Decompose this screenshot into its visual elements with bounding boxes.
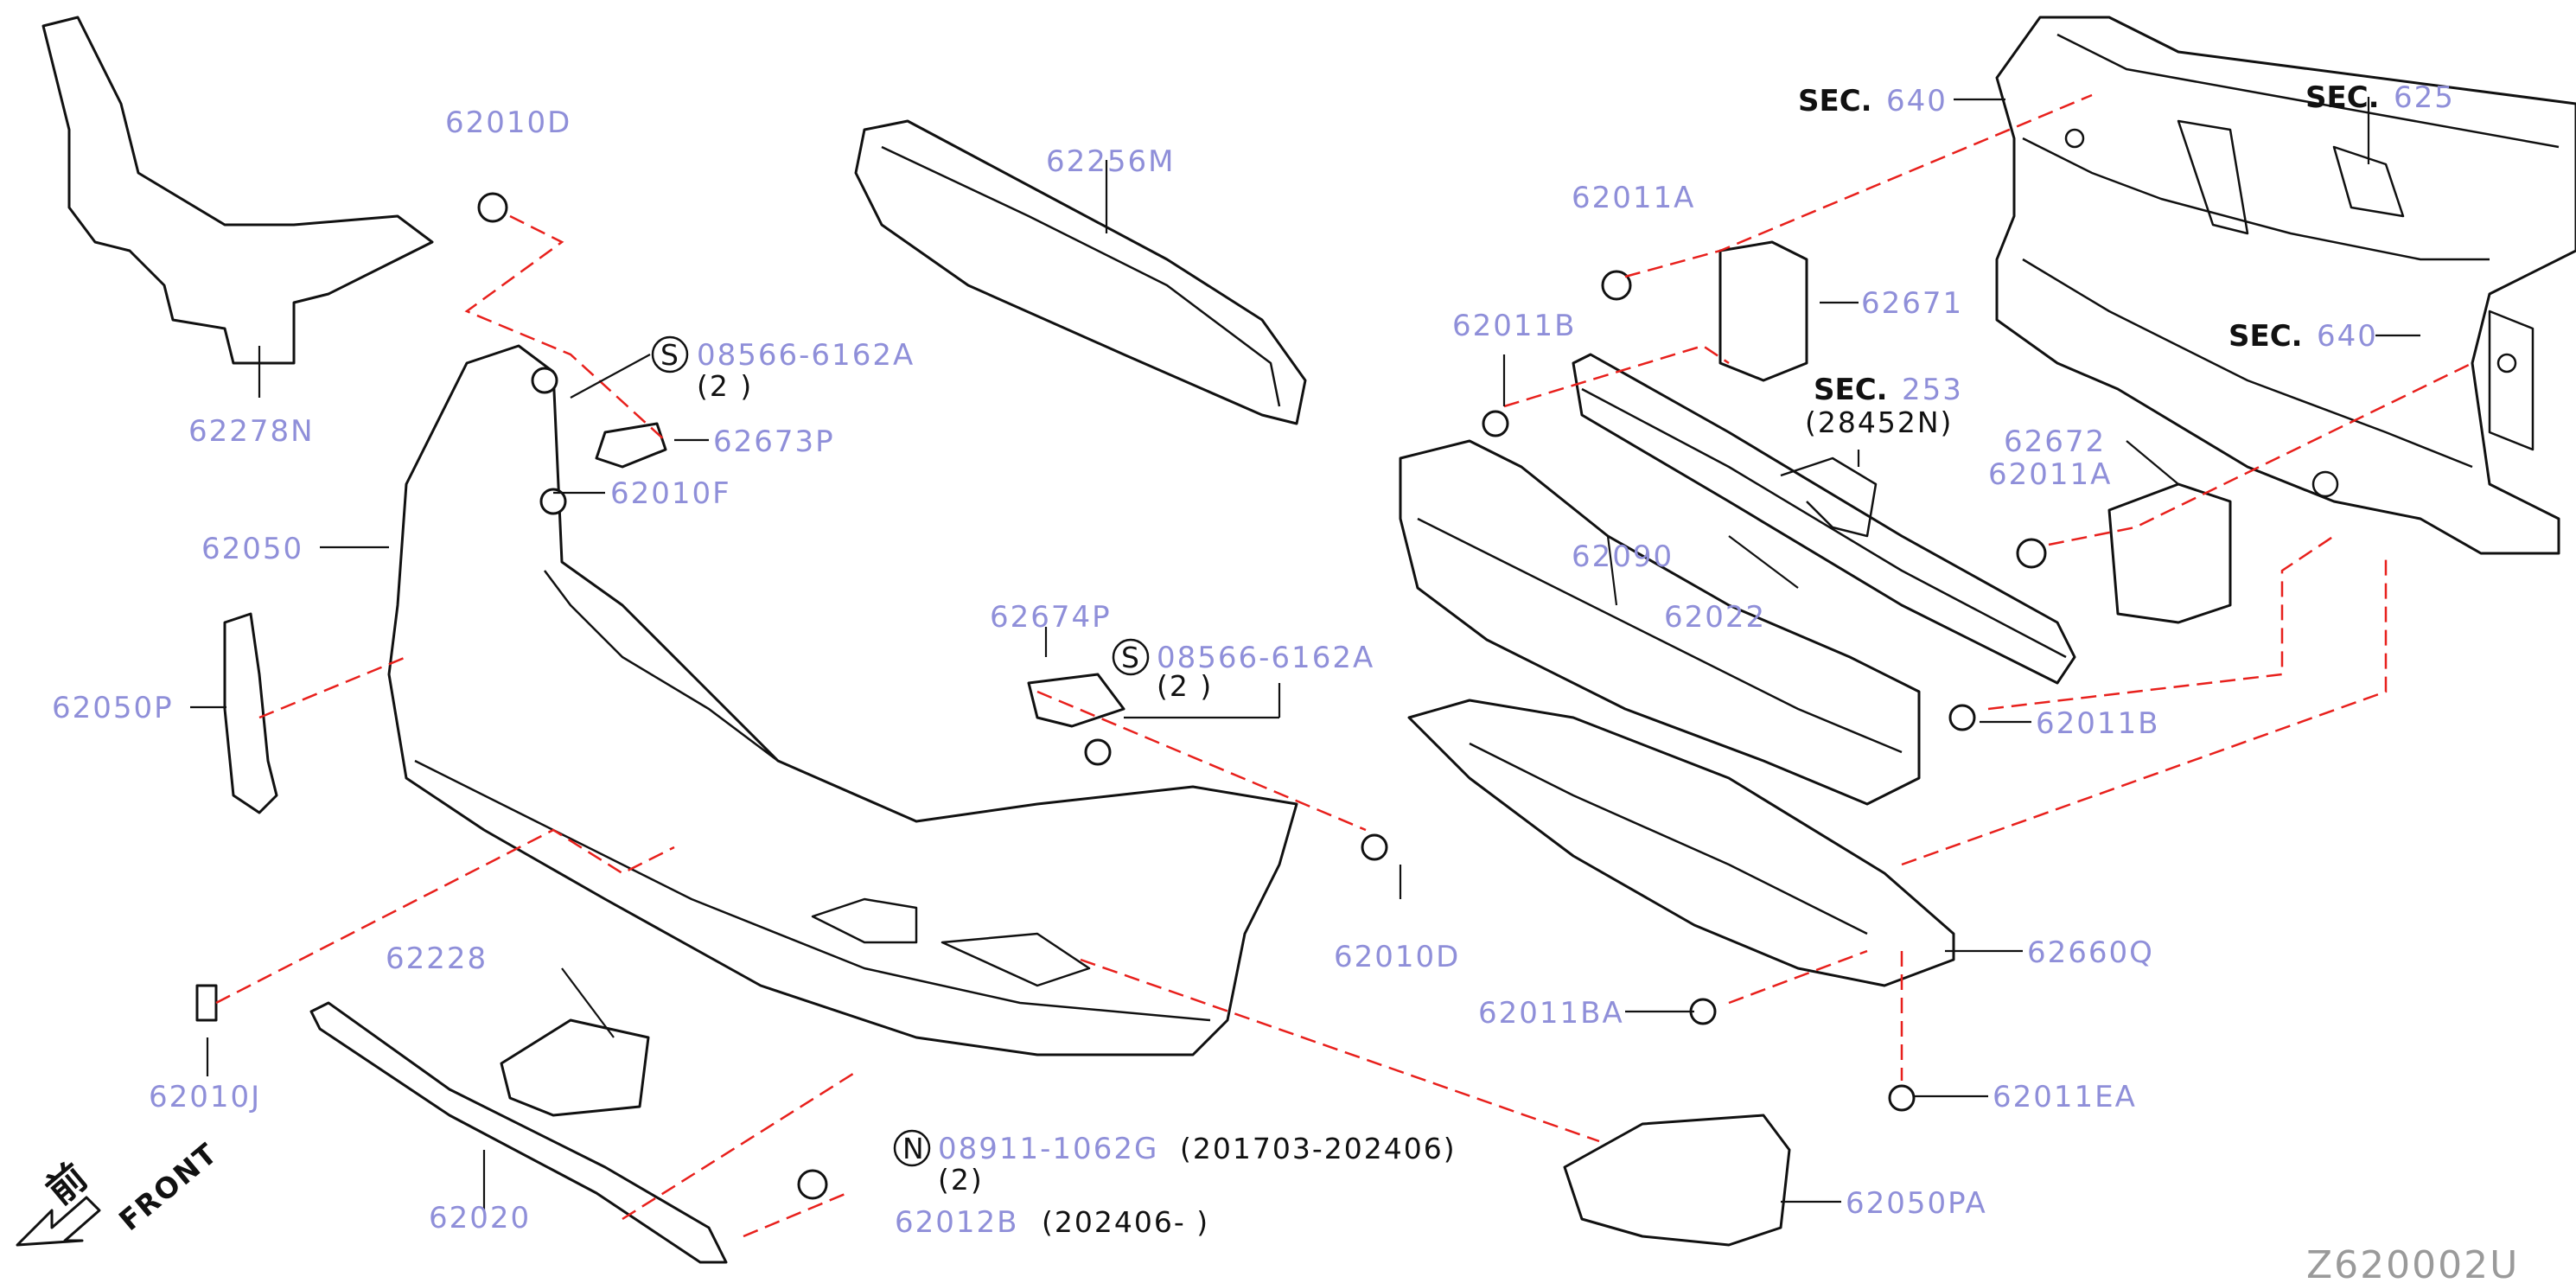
- label-62050pa: 62050PA: [1846, 1186, 1987, 1221]
- part-62672: [2107, 482, 2232, 624]
- label-62672: 62672: [2004, 424, 2106, 459]
- label-sec-640-right-prefix: SEC.: [2228, 319, 2303, 354]
- label-62011ea: 62011EA: [1993, 1080, 2137, 1114]
- part-62671: [1718, 240, 1808, 382]
- radiator-core-support: [1995, 16, 2576, 555]
- label-62022: 62022: [1664, 600, 1766, 635]
- label-sec-625-prefix: SEC.: [2305, 80, 2380, 115]
- label-62278n: 62278N: [188, 414, 315, 449]
- n-marker: N: [893, 1129, 931, 1167]
- svg-text:S: S: [660, 338, 680, 372]
- part-62256m: [854, 119, 1307, 425]
- part-62278n: [41, 16, 434, 365]
- part-62674p: [1027, 673, 1125, 728]
- label-sec-253-prefix: SEC.: [1814, 373, 1888, 407]
- label-sec-640-top: 640: [1886, 84, 1948, 118]
- label-08911-qty: (2): [938, 1163, 984, 1197]
- part-28452n: [1780, 456, 1878, 538]
- label-62011a-right: 62011A: [1988, 457, 2112, 492]
- leader-lines: [190, 97, 2420, 1210]
- part-62050: [387, 344, 1298, 1056]
- svg-text:S: S: [1121, 641, 1141, 674]
- label-62050p: 62050P: [52, 691, 174, 725]
- diagram-id: Z620002U: [2306, 1243, 2519, 1283]
- label-08566-b-qty: (2 ): [1157, 669, 1213, 703]
- front-label: FRONT: [112, 1136, 224, 1237]
- fasteners: [477, 192, 2047, 1200]
- label-62671: 62671: [1861, 286, 1963, 321]
- label-28452n: (28452N): [1805, 405, 1953, 439]
- front-indicator: 前 FRONT: [16, 1136, 224, 1247]
- label-62674p: 62674P: [990, 600, 1112, 635]
- label-sec-625: 625: [2394, 80, 2455, 115]
- label-08566-6162a-b: 08566-6162A: [1157, 641, 1374, 675]
- label-08566-6162a: 08566-6162A: [697, 338, 915, 373]
- part-62090: [1399, 439, 1921, 806]
- label-08566-qty: (2 ): [697, 369, 753, 403]
- s-marker: S: [651, 335, 689, 373]
- label-62673p: 62673P: [713, 424, 835, 459]
- label-62228: 62228: [386, 942, 488, 976]
- s-marker-b: S: [1112, 638, 1150, 676]
- label-62011ba: 62011BA: [1478, 996, 1624, 1031]
- part-62050p: [223, 612, 278, 814]
- part-62020: [309, 1001, 728, 1264]
- svg-text:N: N: [902, 1132, 926, 1165]
- labels: 62010D 62278N S 08566-6162A (2 ) 62673P …: [52, 80, 2455, 1240]
- label-sec-253: 253: [1902, 373, 1963, 407]
- label-62010f: 62010F: [610, 476, 731, 511]
- label-08911-1062g: 08911-1062G: [938, 1132, 1158, 1166]
- label-62012b: 62012B: [895, 1205, 1018, 1240]
- label-62010d-right: 62010D: [1334, 940, 1460, 974]
- label-62011b-top: 62011B: [1452, 309, 1576, 343]
- label-62010d-top: 62010D: [445, 105, 571, 140]
- label-62010j: 62010J: [149, 1080, 261, 1114]
- label-sec-640-top-prefix: SEC.: [1798, 84, 1872, 118]
- label-62012b-date: (202406- ): [1042, 1205, 1209, 1239]
- label-08911-date: (201703-202406): [1180, 1132, 1457, 1165]
- label-62090: 62090: [1572, 539, 1674, 574]
- label-62011b-right: 62011B: [2036, 706, 2159, 741]
- label-62660q: 62660Q: [2027, 935, 2154, 970]
- label-62256m: 62256M: [1046, 144, 1176, 179]
- part-62050pa: [1563, 1114, 1791, 1247]
- label-62020: 62020: [429, 1201, 531, 1235]
- label-62011a-top: 62011A: [1572, 181, 1695, 215]
- label-sec-640-right: 640: [2317, 319, 2378, 354]
- part-62673p: [595, 422, 667, 469]
- part-62010j: [195, 984, 218, 1022]
- fit-lines: [215, 93, 2473, 1238]
- label-62050: 62050: [201, 532, 303, 566]
- part-62228: [500, 1018, 650, 1117]
